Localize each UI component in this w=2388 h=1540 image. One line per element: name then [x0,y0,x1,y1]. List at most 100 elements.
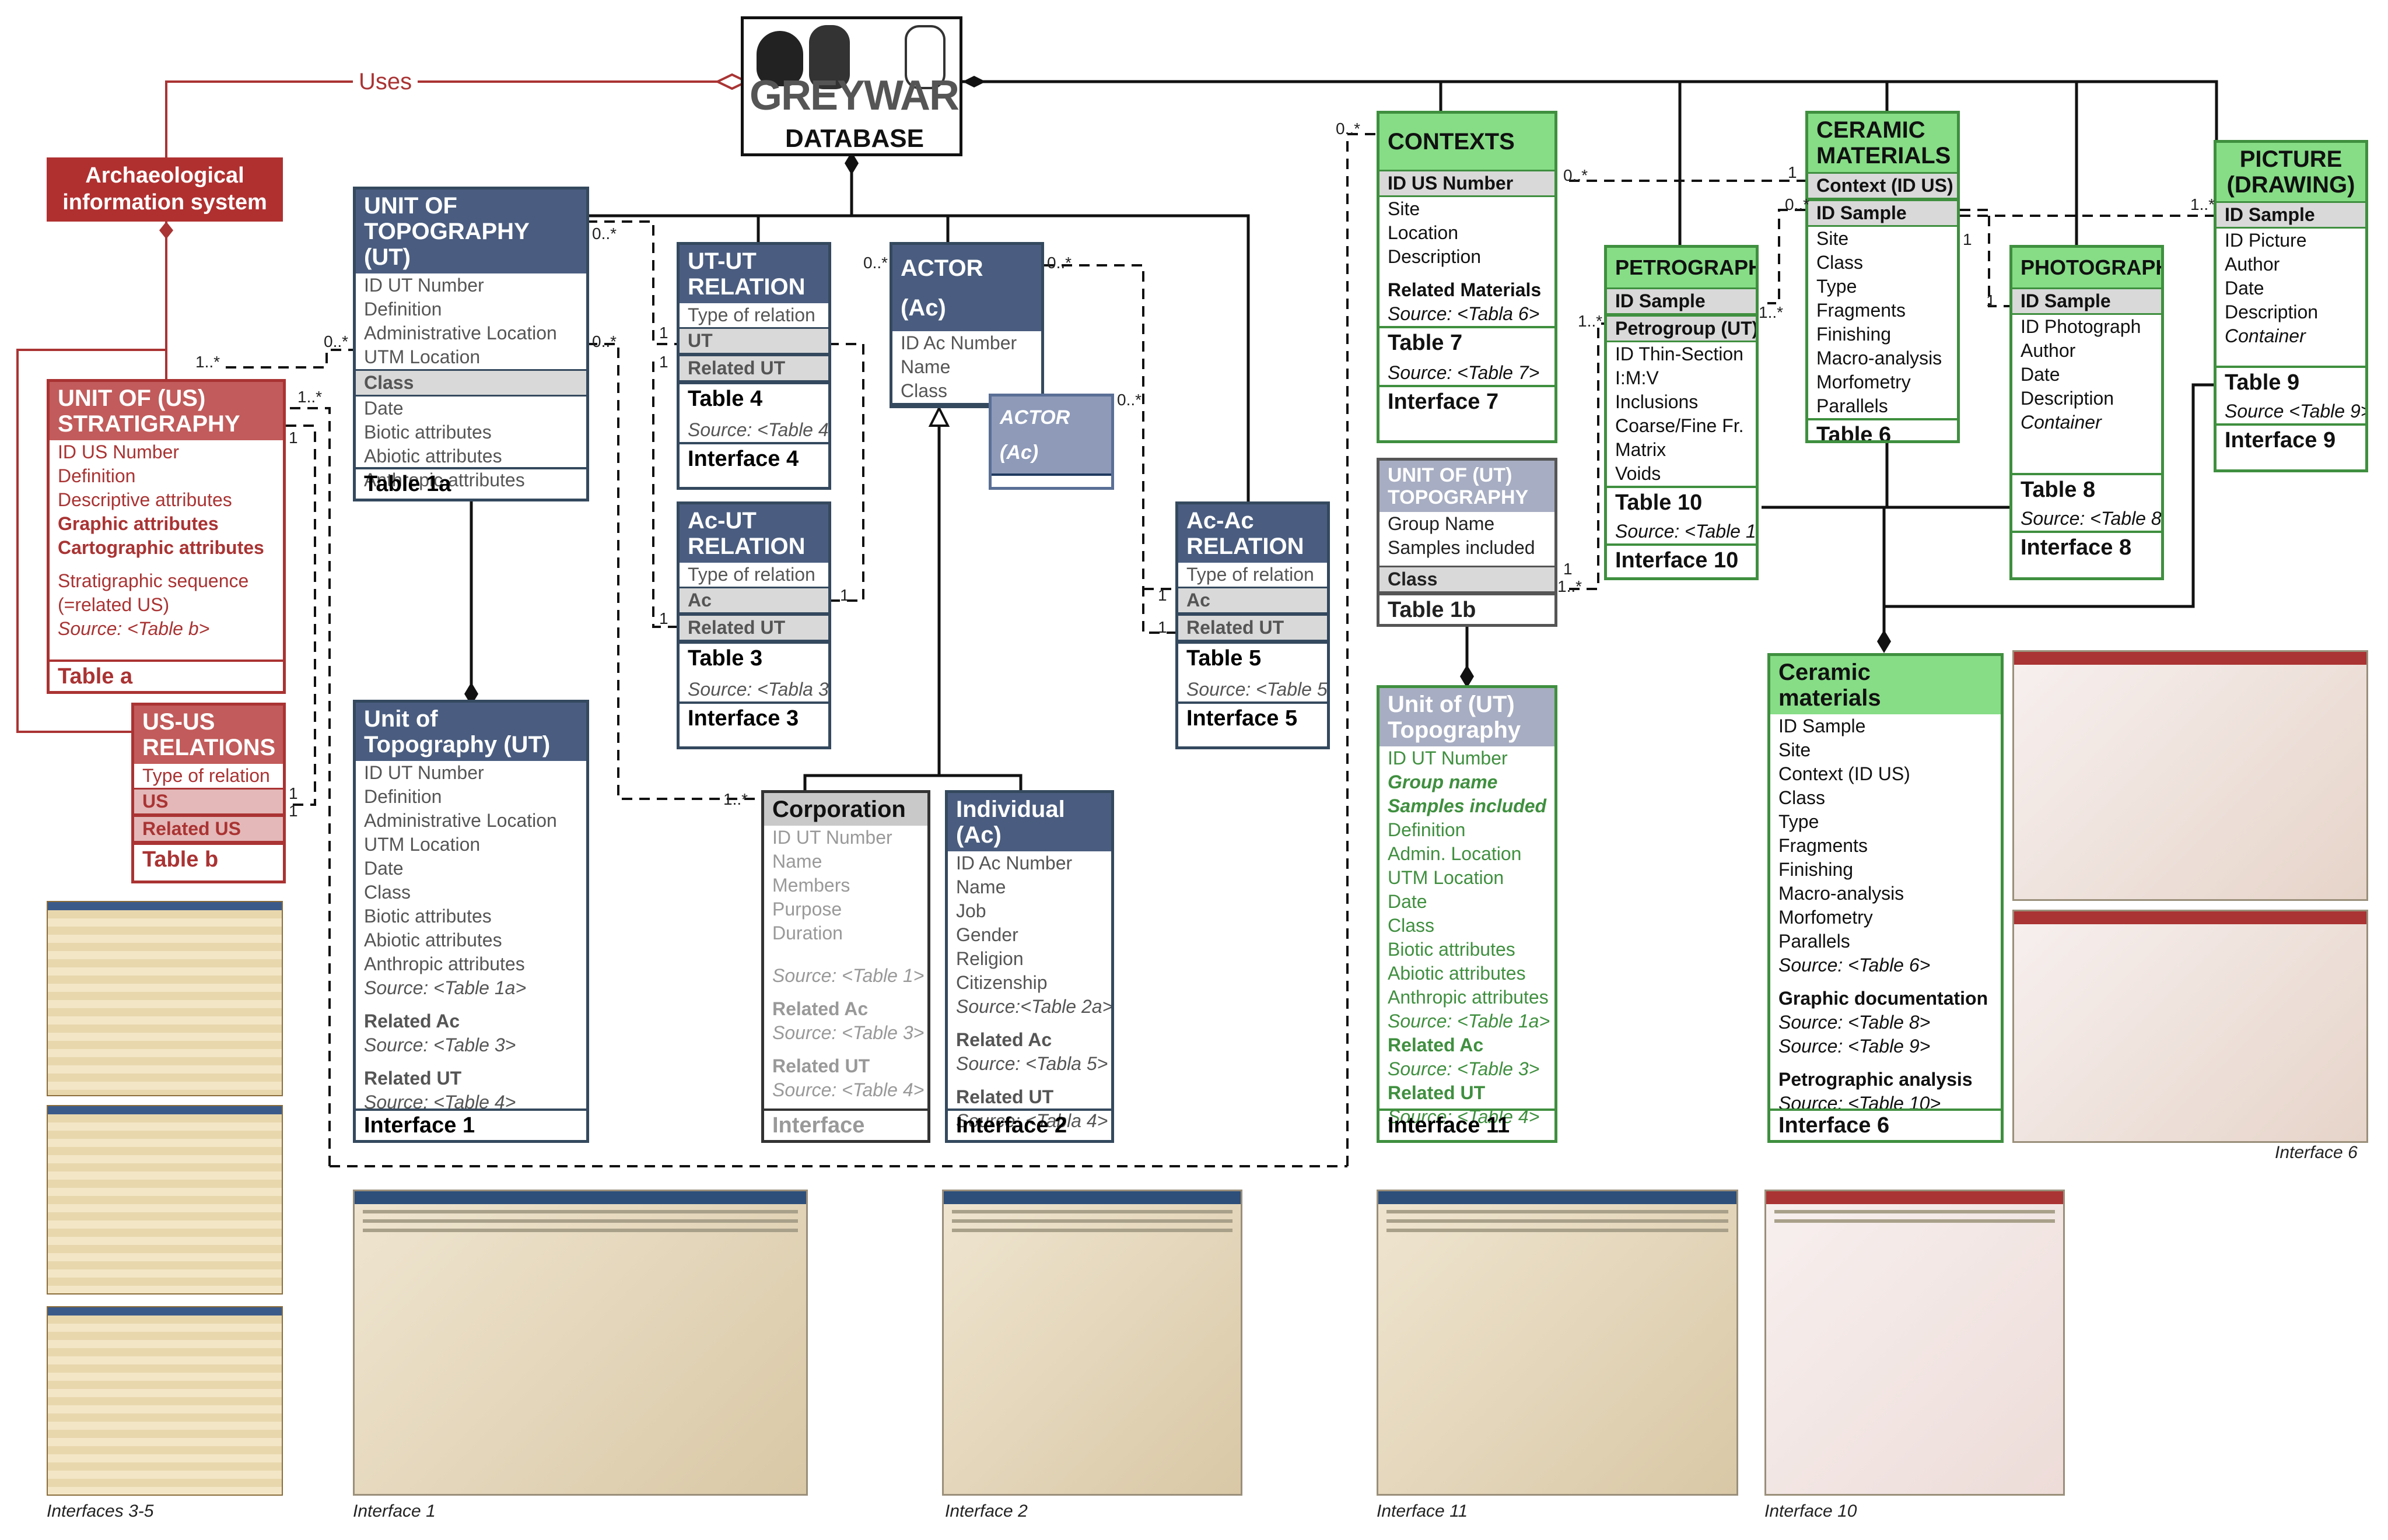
actor2-table-label: Table 2b [992,473,1111,487]
ut11-source: Source: <Table 3> [1388,1058,1540,1079]
petro-field: Voids [1615,463,1661,484]
ctx-title: CONTEXTS [1379,114,1554,170]
acac-interface-label: Interface 5 [1178,701,1327,733]
utut-table: UT-UT RELATION Type of relation UT Relat… [677,242,831,490]
ut-field: ID UT Number [364,275,484,296]
multiplicity: 0..* [592,332,617,350]
acut-title: Ac-UT RELATION [680,504,828,563]
actor-table-label: Table 2a [892,403,1041,405]
corp-field: Related Ac [772,998,869,1019]
logo-text: GREYWARE [750,72,962,119]
ut11-field: Anthropic attributes [1388,987,1549,1008]
ceramic-interface-box: Ceramic materials ID Sample Site Context… [1767,653,2004,1143]
usus-table: US-US RELATIONS Type of relation US Rela… [131,703,286,883]
multiplicity: 1 [659,609,668,627]
pic-field: Container [2225,325,2306,346]
ctx-source: Source: <Table 7> [1388,362,1540,383]
petro-field: Matrix [1615,439,1666,460]
indiv-interface-label: Interface 2 [948,1108,1111,1140]
ctx-key-field: ID US Number [1379,170,1554,197]
actor-field: ID Ac Number [901,332,1017,353]
actor-table: ACTOR (Ac) ID Ac Number Name Class Table… [890,242,1044,408]
acut-field: Ac [680,587,828,614]
utut-title: UT-UT RELATION [680,245,828,303]
petro-title: PETROGRAPHY [1607,248,1756,287]
ut11-field: Admin. Location [1388,843,1522,864]
petro-field: Inclusions [1615,391,1699,412]
cer-field: Class [1816,252,1864,273]
usus-title: US-US RELATIONS [134,706,283,764]
ut11-source: Source: <Table 1a> [1388,1011,1550,1032]
ut-table-label: Table 1a [356,467,586,499]
acut-table: Ac-UT RELATION Type of relation Ac Relat… [677,501,831,749]
photo-field: Author [2021,340,2076,361]
cer-field: Morfometry [1816,371,1911,392]
usus-table-label: Table b [134,843,283,874]
multiplicity: 1 [1563,560,1573,578]
indiv-source: Source:<Table 2a> [956,996,1114,1017]
ut1-title: Unit of Topography (UT) [356,703,586,761]
ut11-title: Unit of (UT) Topography [1379,688,1554,746]
acut-table-label: Table 3 [680,641,828,673]
ut11-field: Group name [1388,771,1498,792]
ctx-field: Location [1388,222,1458,243]
caption-interface-6: Interface 6 [2275,1143,2358,1162]
cm6-source: Source: <Table 9> [1778,1036,1931,1057]
utt-field: Samples included [1388,537,1535,558]
cer-field: Finishing [1816,324,1892,345]
ut1-field: Class [364,882,411,903]
multiplicity: 1 [840,586,849,604]
multiplicity: 1..* [1557,577,1582,595]
multiplicity: 1..* [723,790,748,808]
ut1-field: Related Ac [364,1011,460,1032]
acac-title: Ac-Ac RELATION [1178,504,1327,563]
actor-field: Name [901,356,951,377]
acac-field: Type of relation [1186,564,1314,585]
multiplicity: 1 [1963,230,1972,248]
petro-table-label: Table 10 [1607,486,1756,517]
utut-field: Type of relation [688,304,815,325]
multiplicity: 1 [659,353,668,371]
picture-table: PICTURE (DRAWING) ID Sample ID Picture A… [2214,140,2368,472]
jug-icon [809,25,850,89]
cm6-interface-label: Interface 6 [1770,1108,2001,1140]
ut-field: Anthropic attributes [364,469,525,490]
pic-source: Source <Table 9> [2225,401,2368,422]
utut-field: UT [680,327,828,355]
cer-table-label: Table 6 [1808,418,1957,440]
ut-field: Definition [364,299,442,320]
utt-title: UNIT OF (UT) TOPOGRAPHY [1379,461,1554,512]
cer-title: CERAMIC MATERIALS [1808,114,1957,172]
cer-field: Fragments [1816,300,1906,321]
ctx-field: Site [1388,198,1420,219]
actor-field: Class [901,380,948,401]
cer-key-field: Context (ID US) [1808,172,1957,199]
indiv-field: Citizenship [956,972,1048,993]
ut11-field: Related Ac [1388,1034,1484,1055]
us-table-label: Table a [50,660,283,691]
multiplicity: 1..* [2190,195,2215,213]
caption-interface-11: Interface 11 [1377,1502,1468,1521]
usus-field: US [134,788,283,815]
cm6-field: Morfometry [1778,907,1873,928]
ut1-interface-label: Interface 1 [356,1108,586,1140]
interface-1-screenshot [353,1190,808,1496]
corp-field: Duration [772,922,843,943]
cm6-source: Source: <Table 8> [1778,1012,1931,1033]
indiv-field: Religion [956,948,1024,969]
cm6-title: Ceramic materials [1770,656,2001,714]
photo-field: Container [2021,412,2102,433]
pic-field: Date [2225,278,2264,299]
multiplicity: 1..* [1759,303,1784,321]
pic-field: Description [2225,301,2319,322]
us-field: Definition [58,465,136,486]
logo-subtitle: DATABASE [785,124,924,153]
cm6-field: Petrographic analysis [1778,1069,1973,1090]
indiv-title: Individual (Ac) [948,793,1111,851]
usus-field: Related US [134,815,283,843]
petrography-table: PETROGRAPHY ID Sample Petrogroup (UT) ID… [1604,245,1759,580]
ut11-box: Unit of (UT) Topography ID UT Number Gro… [1377,685,1557,1143]
acac-field: Ac [1178,587,1327,614]
caption-interfaces-3-5: Interfaces 3-5 [47,1502,154,1521]
multiplicity: 1 [659,324,668,342]
